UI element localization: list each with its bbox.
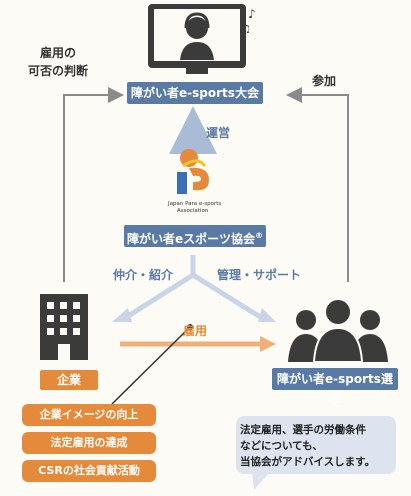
participation-arrow [286, 87, 349, 282]
association-logo [163, 146, 227, 200]
benefit-item: CSRの社会貢献活動 [22, 460, 156, 482]
svg-text:♪: ♪ [248, 7, 256, 21]
association-box: 障がい者eスポーツ協会® [124, 225, 266, 247]
advice-line2: などについても、 [240, 440, 323, 452]
benefit-item: 企業イメージの向上 [22, 404, 156, 426]
company-box: 企業 [40, 370, 98, 390]
registered-mark: ® [254, 231, 263, 240]
tournament-box: 障がい者e-sports大会 [127, 82, 263, 104]
people-icon [282, 298, 394, 362]
monitor-icon: ♪ ♫ [148, 4, 262, 76]
employment-decision-label-line1: 雇用の [40, 46, 77, 60]
advice-line1: 法定雇用、選手の労働条件 [240, 424, 366, 436]
employment-label: 雇用 [183, 324, 208, 338]
employment-decision-label-line2: 可否の判断 [28, 64, 89, 78]
benefits-pointer [111, 326, 191, 405]
association-label: 障がい者eスポーツ協会 [127, 232, 255, 246]
advice-bubble: 法定雇用、選手の労働条件 などについても、 当協会がアドバイスします。 [236, 416, 396, 474]
mediation-arrow [123, 255, 196, 321]
logo-text-line2: Association [177, 208, 209, 214]
mediation-label: 仲介・紹介 [113, 268, 174, 282]
management-arrow [191, 272, 264, 321]
management-label: 管理・サポート [217, 268, 302, 282]
logo-text-line1: Japan Para e-sports [168, 201, 222, 207]
athlete-box: 障がい者e-sports選手 [272, 368, 398, 408]
participation-label: 参加 [312, 74, 337, 88]
advice-line3: 当協会がアドバイスします。 [240, 456, 376, 468]
svg-text:♫: ♫ [242, 24, 251, 35]
employment-decision-arrow [63, 87, 124, 282]
operation-label: 運営 [206, 126, 231, 140]
building-icon [38, 294, 94, 360]
benefit-item: 法定雇用の達成 [22, 432, 156, 454]
